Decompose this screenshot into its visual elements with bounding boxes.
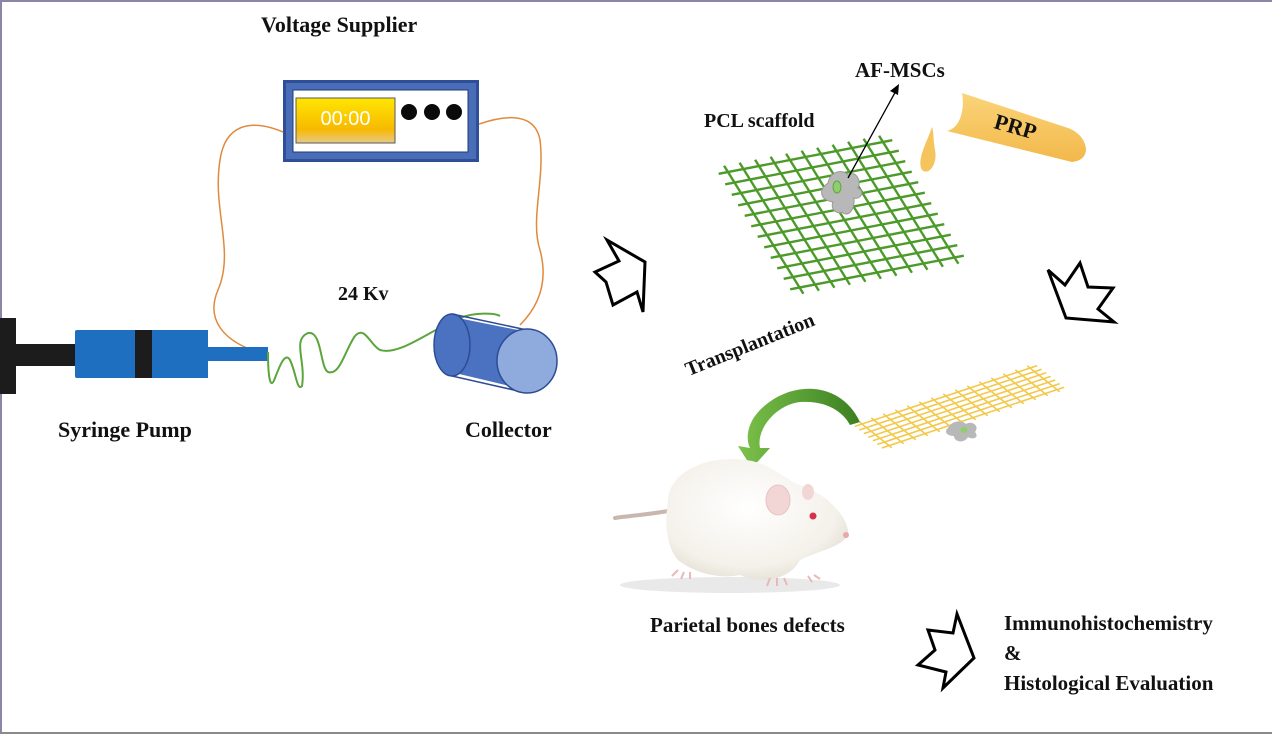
af-msc-cell bbox=[821, 171, 863, 215]
process-arrow-icon bbox=[914, 608, 976, 693]
scaffold-fiber bbox=[862, 138, 944, 268]
wire-left bbox=[213, 124, 284, 351]
scaffold-fiber bbox=[854, 364, 1038, 428]
scaffold-fiber bbox=[731, 160, 906, 196]
scaffold-fiber bbox=[776, 233, 952, 270]
scaffold-fiber bbox=[872, 379, 1056, 442]
scaffold-fiber bbox=[785, 153, 867, 283]
af-mscs-label: AF-MSCs bbox=[855, 58, 945, 82]
scaffold-fiber bbox=[783, 244, 958, 280]
scaffold-fiber bbox=[877, 382, 1060, 446]
evaluation-label-line2: & bbox=[1004, 641, 1022, 665]
process-arrow-icon bbox=[1046, 259, 1119, 324]
parietal-defects-label: Parietal bones defects bbox=[650, 613, 845, 637]
scaffold-fiber bbox=[757, 202, 932, 238]
prp-tube bbox=[920, 93, 1086, 172]
indicator-dot bbox=[446, 104, 462, 120]
timer-display bbox=[295, 97, 396, 144]
voltage-supplier-label: Voltage Supplier bbox=[261, 12, 418, 37]
scaffold-fiber bbox=[724, 149, 900, 186]
scaffold-fiber bbox=[769, 156, 851, 286]
syringe-pump-label: Syringe Pump bbox=[58, 417, 192, 442]
scaffold-fiber bbox=[770, 223, 945, 259]
scaffold-fiber bbox=[718, 139, 893, 175]
scaffold-fiber bbox=[868, 375, 1051, 438]
syringe-pump bbox=[0, 318, 268, 394]
pcl-scaffold-label: PCL scaffold bbox=[704, 110, 815, 132]
scaffold-fiber bbox=[816, 147, 898, 277]
evaluation-label-line3: Histological Evaluation bbox=[1004, 671, 1214, 695]
scaffold-fiber bbox=[878, 135, 960, 265]
scaffold-fiber bbox=[863, 372, 1047, 435]
scaffold-fiber bbox=[881, 386, 1065, 449]
wire-right bbox=[478, 116, 544, 326]
electrospun-fiber bbox=[267, 312, 501, 389]
collector-label: Collector bbox=[465, 417, 552, 442]
scaffold-yellow bbox=[854, 364, 1065, 449]
evaluation-label-line1: Immunohistochemistry bbox=[1004, 611, 1213, 635]
scaffold-fiber bbox=[738, 162, 820, 292]
voltage-supplier bbox=[283, 80, 479, 162]
seeded-cell bbox=[946, 421, 977, 442]
prp-drop bbox=[920, 127, 936, 172]
curved-arrow-icon bbox=[738, 388, 860, 468]
pointer-arrow bbox=[847, 88, 898, 179]
scaffold-fiber bbox=[831, 144, 913, 274]
voltage-label: 24 Kv bbox=[338, 283, 389, 305]
indicator-dot bbox=[401, 104, 417, 120]
scaffold-fiber bbox=[763, 212, 939, 249]
rat-image bbox=[613, 459, 849, 593]
scaffold-fiber bbox=[754, 159, 836, 289]
collector bbox=[433, 313, 558, 394]
indicator-dot bbox=[424, 104, 440, 120]
scaffold-fiber bbox=[723, 165, 805, 295]
timer-readout: 00:00 bbox=[320, 108, 371, 130]
scaffold-fiber bbox=[800, 150, 882, 280]
process-arrow-icon bbox=[592, 235, 647, 313]
scaffold-fiber bbox=[859, 368, 1042, 431]
scaffold-fiber bbox=[847, 141, 929, 271]
scaffold-fiber bbox=[789, 254, 965, 291]
pcl-scaffold-green bbox=[718, 135, 965, 295]
